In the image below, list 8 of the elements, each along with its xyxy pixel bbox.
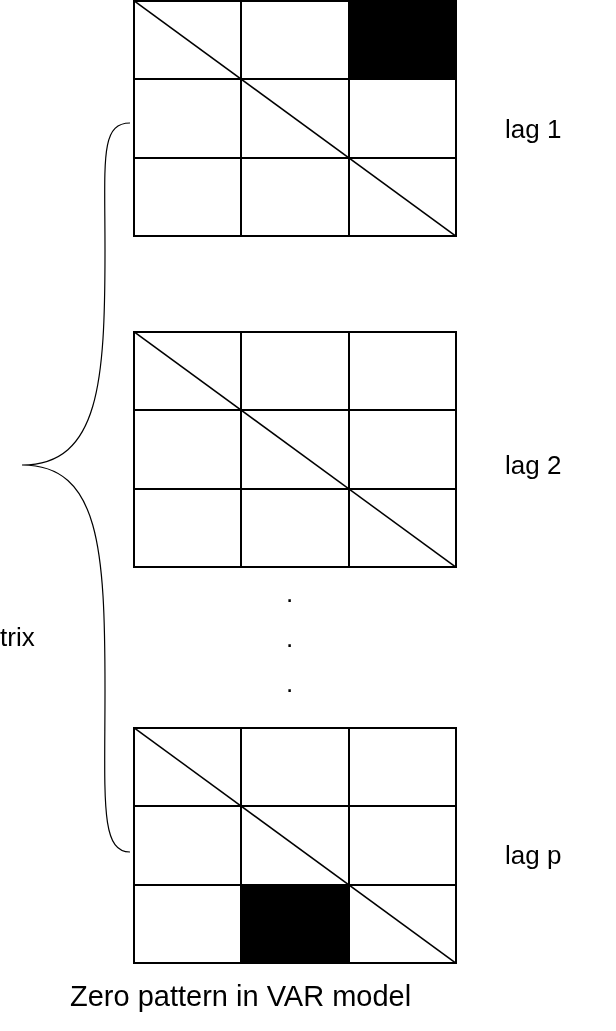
side-label: trix (0, 624, 35, 650)
caption: Zero pattern in VAR model (70, 982, 412, 1011)
ellipsis-dot: . (286, 625, 294, 651)
lag-label: lag p (505, 842, 562, 868)
ellipsis-dot: . (286, 670, 294, 696)
ellipsis-dot: . (286, 580, 294, 606)
lag-label: lag 1 (505, 116, 562, 142)
lag-label: lag 2 (505, 452, 562, 478)
